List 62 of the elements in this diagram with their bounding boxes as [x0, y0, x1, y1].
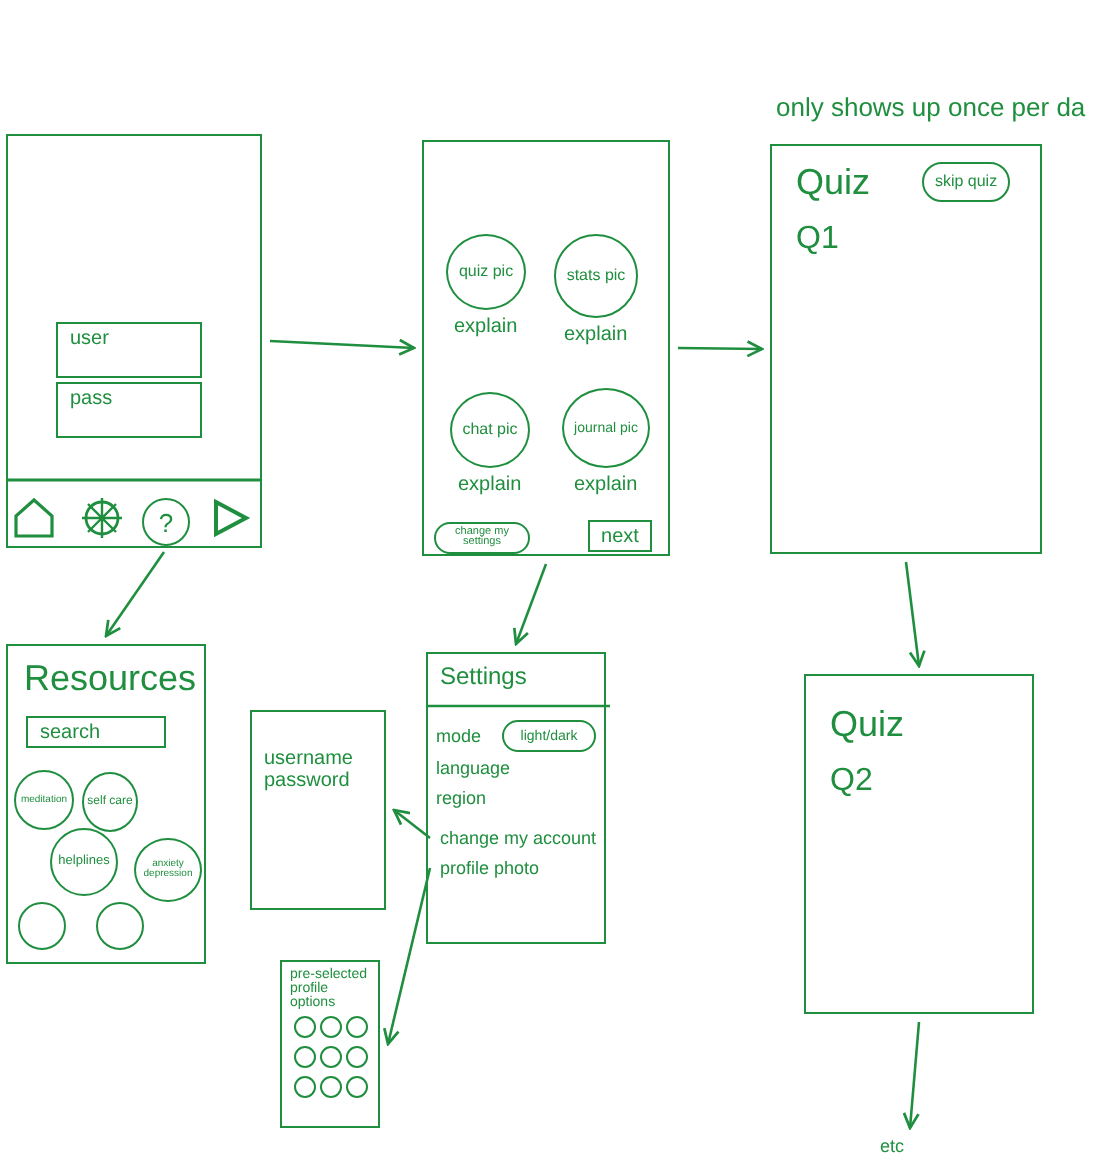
body-text: region — [436, 788, 487, 808]
screen-title: Quiz — [796, 162, 871, 204]
caption-text: explain — [574, 474, 638, 496]
input-field: user — [56, 322, 202, 378]
arrow — [904, 561, 926, 668]
screen-title: Settings — [440, 662, 527, 690]
phone-screen — [804, 674, 1034, 1014]
pill-button: skip quiz — [922, 162, 1010, 202]
screen-title: Quiz — [830, 704, 905, 746]
input-field: pass — [56, 382, 202, 438]
picture-circle — [450, 392, 530, 468]
phone-screen — [6, 644, 206, 964]
picture-circle — [562, 388, 650, 468]
avatar-circle — [18, 902, 66, 950]
caption-text: explain — [564, 324, 628, 346]
avatar-circle — [320, 1046, 342, 1068]
screen-title: Resources — [24, 658, 197, 700]
avatar-circle — [294, 1046, 316, 1068]
picture-circle — [134, 838, 202, 902]
picture-caption: stats pic — [566, 268, 626, 284]
phone-screen — [422, 140, 670, 556]
arrow — [382, 867, 432, 1046]
caption-text: explain — [458, 474, 522, 496]
picture-circle — [14, 770, 74, 830]
arrow — [104, 551, 166, 638]
next-button: next — [588, 520, 652, 552]
picture-circle — [82, 772, 138, 832]
arrow — [678, 340, 764, 358]
arrow — [269, 338, 416, 356]
body-text: mode — [436, 726, 482, 746]
avatar-circle — [346, 1016, 368, 1038]
picture-caption: chat pic — [462, 422, 518, 438]
picture-circle — [554, 234, 638, 318]
phone-screen — [426, 652, 606, 944]
arrow — [902, 1021, 921, 1130]
avatar-circle — [346, 1076, 368, 1098]
menu-item: etc — [880, 1136, 940, 1164]
menu-item: profile photo — [440, 858, 564, 882]
phone-screen — [280, 960, 380, 1128]
body-text: Q2 — [830, 764, 873, 800]
avatar-circle — [346, 1046, 368, 1068]
help-icon: ? — [142, 498, 190, 546]
screen-title: username password — [264, 748, 355, 792]
note-text: only shows up once per da — [776, 92, 1086, 122]
phone-screen — [250, 710, 386, 910]
arrow — [392, 808, 431, 840]
body-text: language — [436, 758, 511, 778]
picture-circle — [50, 828, 118, 896]
input-field: search — [26, 716, 166, 748]
picture-caption: quiz pic — [458, 264, 514, 280]
avatar-circle — [294, 1016, 316, 1038]
avatar-circle — [320, 1016, 342, 1038]
avatar-circle — [320, 1076, 342, 1098]
phone-screen — [6, 134, 262, 548]
phone-screen — [770, 144, 1042, 554]
body-text: Q1 — [796, 222, 839, 258]
caption-text: explain — [454, 316, 518, 338]
avatar-circle — [96, 902, 144, 950]
arrow — [512, 563, 548, 646]
menu-item: change my account — [440, 828, 604, 852]
picture-circle — [446, 234, 526, 310]
avatar-circle — [294, 1076, 316, 1098]
